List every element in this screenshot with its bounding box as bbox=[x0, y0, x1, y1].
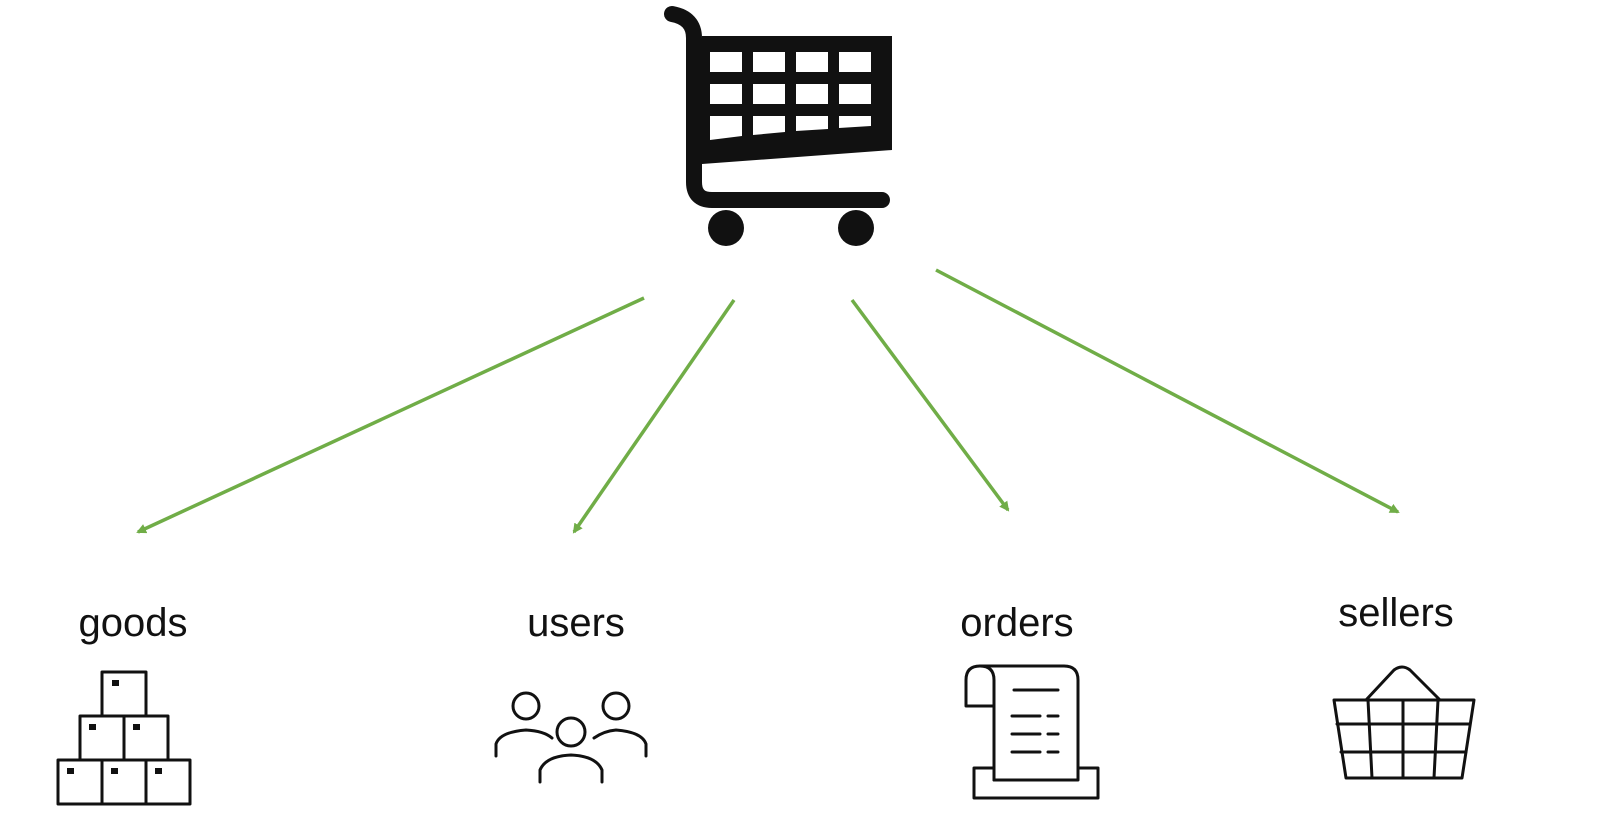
receipt-scroll-icon bbox=[964, 664, 1100, 800]
edge-root-users bbox=[572, 299, 736, 534]
node-sellers: sellers bbox=[1332, 591, 1476, 780]
edge-root-goods bbox=[136, 296, 645, 534]
orders-label: orders bbox=[960, 601, 1073, 645]
node-users: users bbox=[494, 601, 648, 784]
stacked-boxes-icon bbox=[56, 670, 192, 806]
goods-label: goods bbox=[79, 601, 188, 645]
shopping-cart-icon bbox=[664, 6, 892, 246]
node-orders: orders bbox=[960, 601, 1100, 800]
edge-root-orders bbox=[850, 298, 1010, 512]
people-group-icon bbox=[494, 691, 648, 784]
sellers-label: sellers bbox=[1338, 591, 1454, 635]
users-label: users bbox=[527, 601, 625, 645]
shopping-basket-icon bbox=[1332, 665, 1476, 780]
node-goods: goods bbox=[56, 601, 192, 806]
edge-root-sellers bbox=[935, 268, 1400, 514]
